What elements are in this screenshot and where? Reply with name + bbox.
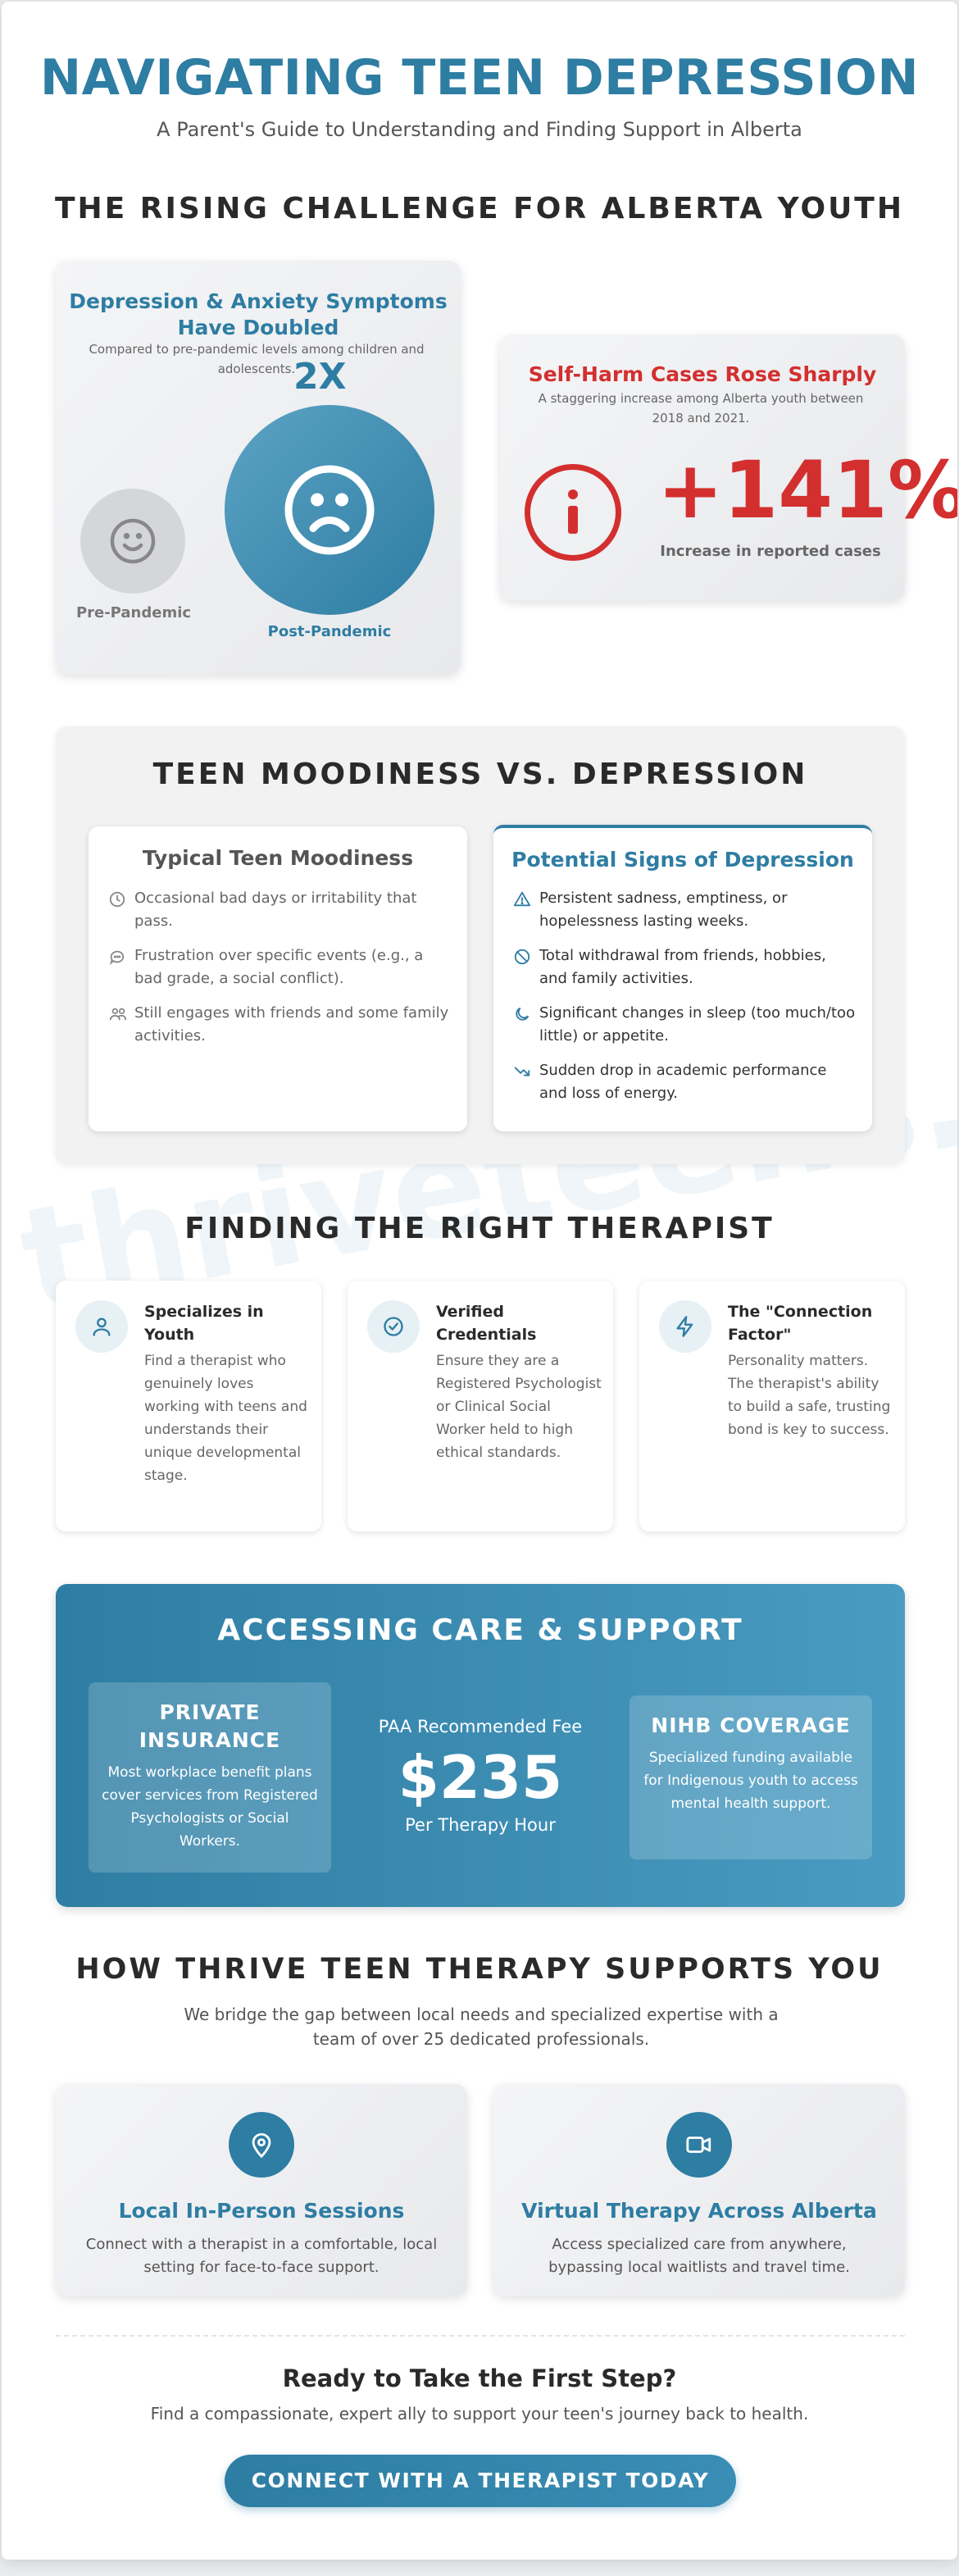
sad-face-icon bbox=[284, 465, 375, 555]
list-item: Sudden drop in academic performance and … bbox=[513, 1059, 856, 1105]
thrive-heading: HOW THRIVE TEEN THERAPY SUPPORTS YOU bbox=[75, 1953, 884, 1986]
user-icon bbox=[93, 1318, 111, 1336]
challenge-heading: THE RISING CHALLENGE FOR ALBERTA YOUTH bbox=[55, 192, 904, 225]
fee-label: PAA Recommended Fee bbox=[378, 1717, 583, 1736]
private-insurance-box: PRIVATE INSURANCE Most workplace benefit… bbox=[89, 1682, 331, 1873]
cta-subtitle: Find a compassionate, expert ally to sup… bbox=[150, 2404, 809, 2424]
virtual-therapy-body: Access specialized care from anywhere, b… bbox=[548, 2236, 850, 2276]
doubled-stat-card: Depression & Anxiety Symptoms Have Doubl… bbox=[56, 261, 461, 674]
fee-value: $235 bbox=[398, 1743, 563, 1812]
therapist-card-title: Verified Credentials bbox=[436, 1303, 537, 1344]
private-insurance-title: PRIVATE INSURANCE bbox=[139, 1700, 281, 1752]
list-item-text: Sudden drop in academic performance and … bbox=[539, 1062, 827, 1102]
smile-icon bbox=[110, 518, 156, 564]
therapist-heading: FINDING THE RIGHT THERAPIST bbox=[184, 1212, 775, 1245]
list-item: Occasional bad days or irritability that… bbox=[108, 887, 451, 933]
depression-signs-card: Potential Signs of Depression Persistent… bbox=[493, 825, 872, 1131]
self-harm-title: Self-Harm Cases Rose Sharply bbox=[528, 362, 877, 386]
info-icon bbox=[525, 464, 621, 561]
typical-moodiness-title: Typical Teen Moodiness bbox=[142, 846, 414, 870]
nihb-box: NIHB COVERAGE Specialized funding availa… bbox=[629, 1695, 872, 1859]
self-harm-subtitle: A staggering increase among Alberta yout… bbox=[538, 391, 864, 426]
cta-heading: Ready to Take the First Step? bbox=[282, 2364, 677, 2392]
list-item-text: Significant changes in sleep (too much/t… bbox=[539, 1004, 856, 1045]
pre-pandemic-label: Pre-Pandemic bbox=[75, 604, 192, 621]
virtual-therapy-card: Virtual Therapy Across Alberta Access sp… bbox=[493, 2084, 905, 2296]
list-item-text: Still engages with friends and some fami… bbox=[134, 1004, 449, 1045]
list-item: Still engages with friends and some fami… bbox=[108, 1002, 451, 1048]
access-heading: ACCESSING CARE & SUPPORT bbox=[217, 1613, 743, 1647]
list-item-text: Persistent sadness, emptiness, or hopele… bbox=[539, 890, 788, 930]
doubled-stat-title: Depression & Anxiety Symptoms Have Doubl… bbox=[69, 289, 448, 339]
self-harm-caption: Increase in reported cases bbox=[660, 543, 881, 560]
list-item-text: Frustration over specific events (e.g., … bbox=[134, 947, 424, 987]
private-insurance-body: Most workplace benefit plans cover servi… bbox=[102, 1764, 318, 1850]
warning-icon bbox=[513, 891, 531, 907]
lightning-icon bbox=[676, 1316, 693, 1337]
thrive-subtitle: We bridge the gap between local needs an… bbox=[184, 2005, 779, 2049]
chat-icon bbox=[110, 950, 125, 965]
list-item: Significant changes in sleep (too much/t… bbox=[513, 1002, 856, 1048]
page-title: NAVIGATING TEEN DEPRESSION bbox=[39, 49, 920, 107]
moodiness-section: TEEN MOODINESS VS. DEPRESSION Typical Te… bbox=[56, 726, 905, 1164]
therapist-card-body: Find a therapist who genuinely loves wor… bbox=[144, 1353, 307, 1484]
location-pin-icon bbox=[252, 2132, 271, 2159]
moon-icon bbox=[516, 1007, 529, 1021]
post-pandemic-label: Post-Pandemic bbox=[267, 623, 392, 640]
self-harm-stat-card: Self-Harm Cases Rose Sharply A staggerin… bbox=[500, 335, 957, 600]
therapist-card-connection: The "Connection Factor" Personality matt… bbox=[639, 1281, 905, 1531]
in-person-card: Local In-Person Sessions Connect with a … bbox=[56, 2084, 467, 2296]
post-pandemic-circle bbox=[225, 405, 434, 615]
therapist-card-body: Ensure they are a Registered Psychologis… bbox=[436, 1353, 602, 1461]
divider bbox=[56, 2335, 905, 2337]
nihb-title: NIHB COVERAGE bbox=[651, 1714, 851, 1737]
virtual-therapy-title: Virtual Therapy Across Alberta bbox=[521, 2199, 877, 2223]
trend-down-icon bbox=[514, 1067, 530, 1076]
list-item: Frustration over specific events (e.g., … bbox=[108, 944, 451, 990]
in-person-body: Connect with a therapist in a comfortabl… bbox=[85, 2236, 438, 2276]
clock-icon bbox=[109, 891, 125, 908]
nihb-body: Specialized funding available for Indige… bbox=[643, 1750, 858, 1812]
therapist-card-title: Specializes in Youth bbox=[144, 1303, 264, 1344]
therapist-card-title: The "Connection Factor" bbox=[728, 1303, 873, 1344]
video-camera-icon bbox=[686, 2137, 711, 2153]
list-item-text: Total withdrawal from friends, hobbies, … bbox=[539, 947, 826, 987]
self-harm-value: +141% bbox=[657, 444, 957, 536]
list-item: Total withdrawal from friends, hobbies, … bbox=[513, 944, 856, 990]
fee-unit: Per Therapy Hour bbox=[405, 1815, 556, 1835]
doubled-multiplier: 2X bbox=[293, 356, 347, 398]
doubled-stat-subtitle: Compared to pre-pandemic levels among ch… bbox=[89, 342, 425, 376]
access-section: ACCESSING CARE & SUPPORT PRIVATE INSURAN… bbox=[56, 1584, 905, 1907]
check-circle-icon bbox=[384, 1317, 403, 1336]
people-icon bbox=[109, 1008, 127, 1021]
pre-pandemic-circle bbox=[80, 489, 185, 594]
therapist-card-credentials: Verified Credentials Ensure they are a R… bbox=[348, 1281, 613, 1531]
list-item-text: Occasional bad days or irritability that… bbox=[134, 890, 417, 930]
connect-therapist-button[interactable]: CONNECT WITH A THERAPIST TODAY bbox=[225, 2455, 736, 2507]
therapist-card-body: Personality matters. The therapist's abi… bbox=[728, 1353, 891, 1438]
ban-icon bbox=[514, 949, 530, 965]
typical-moodiness-card: Typical Teen Moodiness Occasional bad da… bbox=[89, 826, 467, 1131]
depression-signs-title: Potential Signs of Depression bbox=[511, 848, 854, 872]
therapist-card-youth: Specializes in Youth Find a therapist wh… bbox=[56, 1281, 321, 1531]
moodiness-heading: TEEN MOODINESS VS. DEPRESSION bbox=[152, 758, 808, 791]
page-subtitle: A Parent's Guide to Understanding and Fi… bbox=[157, 118, 802, 141]
in-person-title: Local In-Person Sessions bbox=[118, 2199, 405, 2223]
list-item: Persistent sadness, emptiness, or hopele… bbox=[513, 887, 856, 933]
